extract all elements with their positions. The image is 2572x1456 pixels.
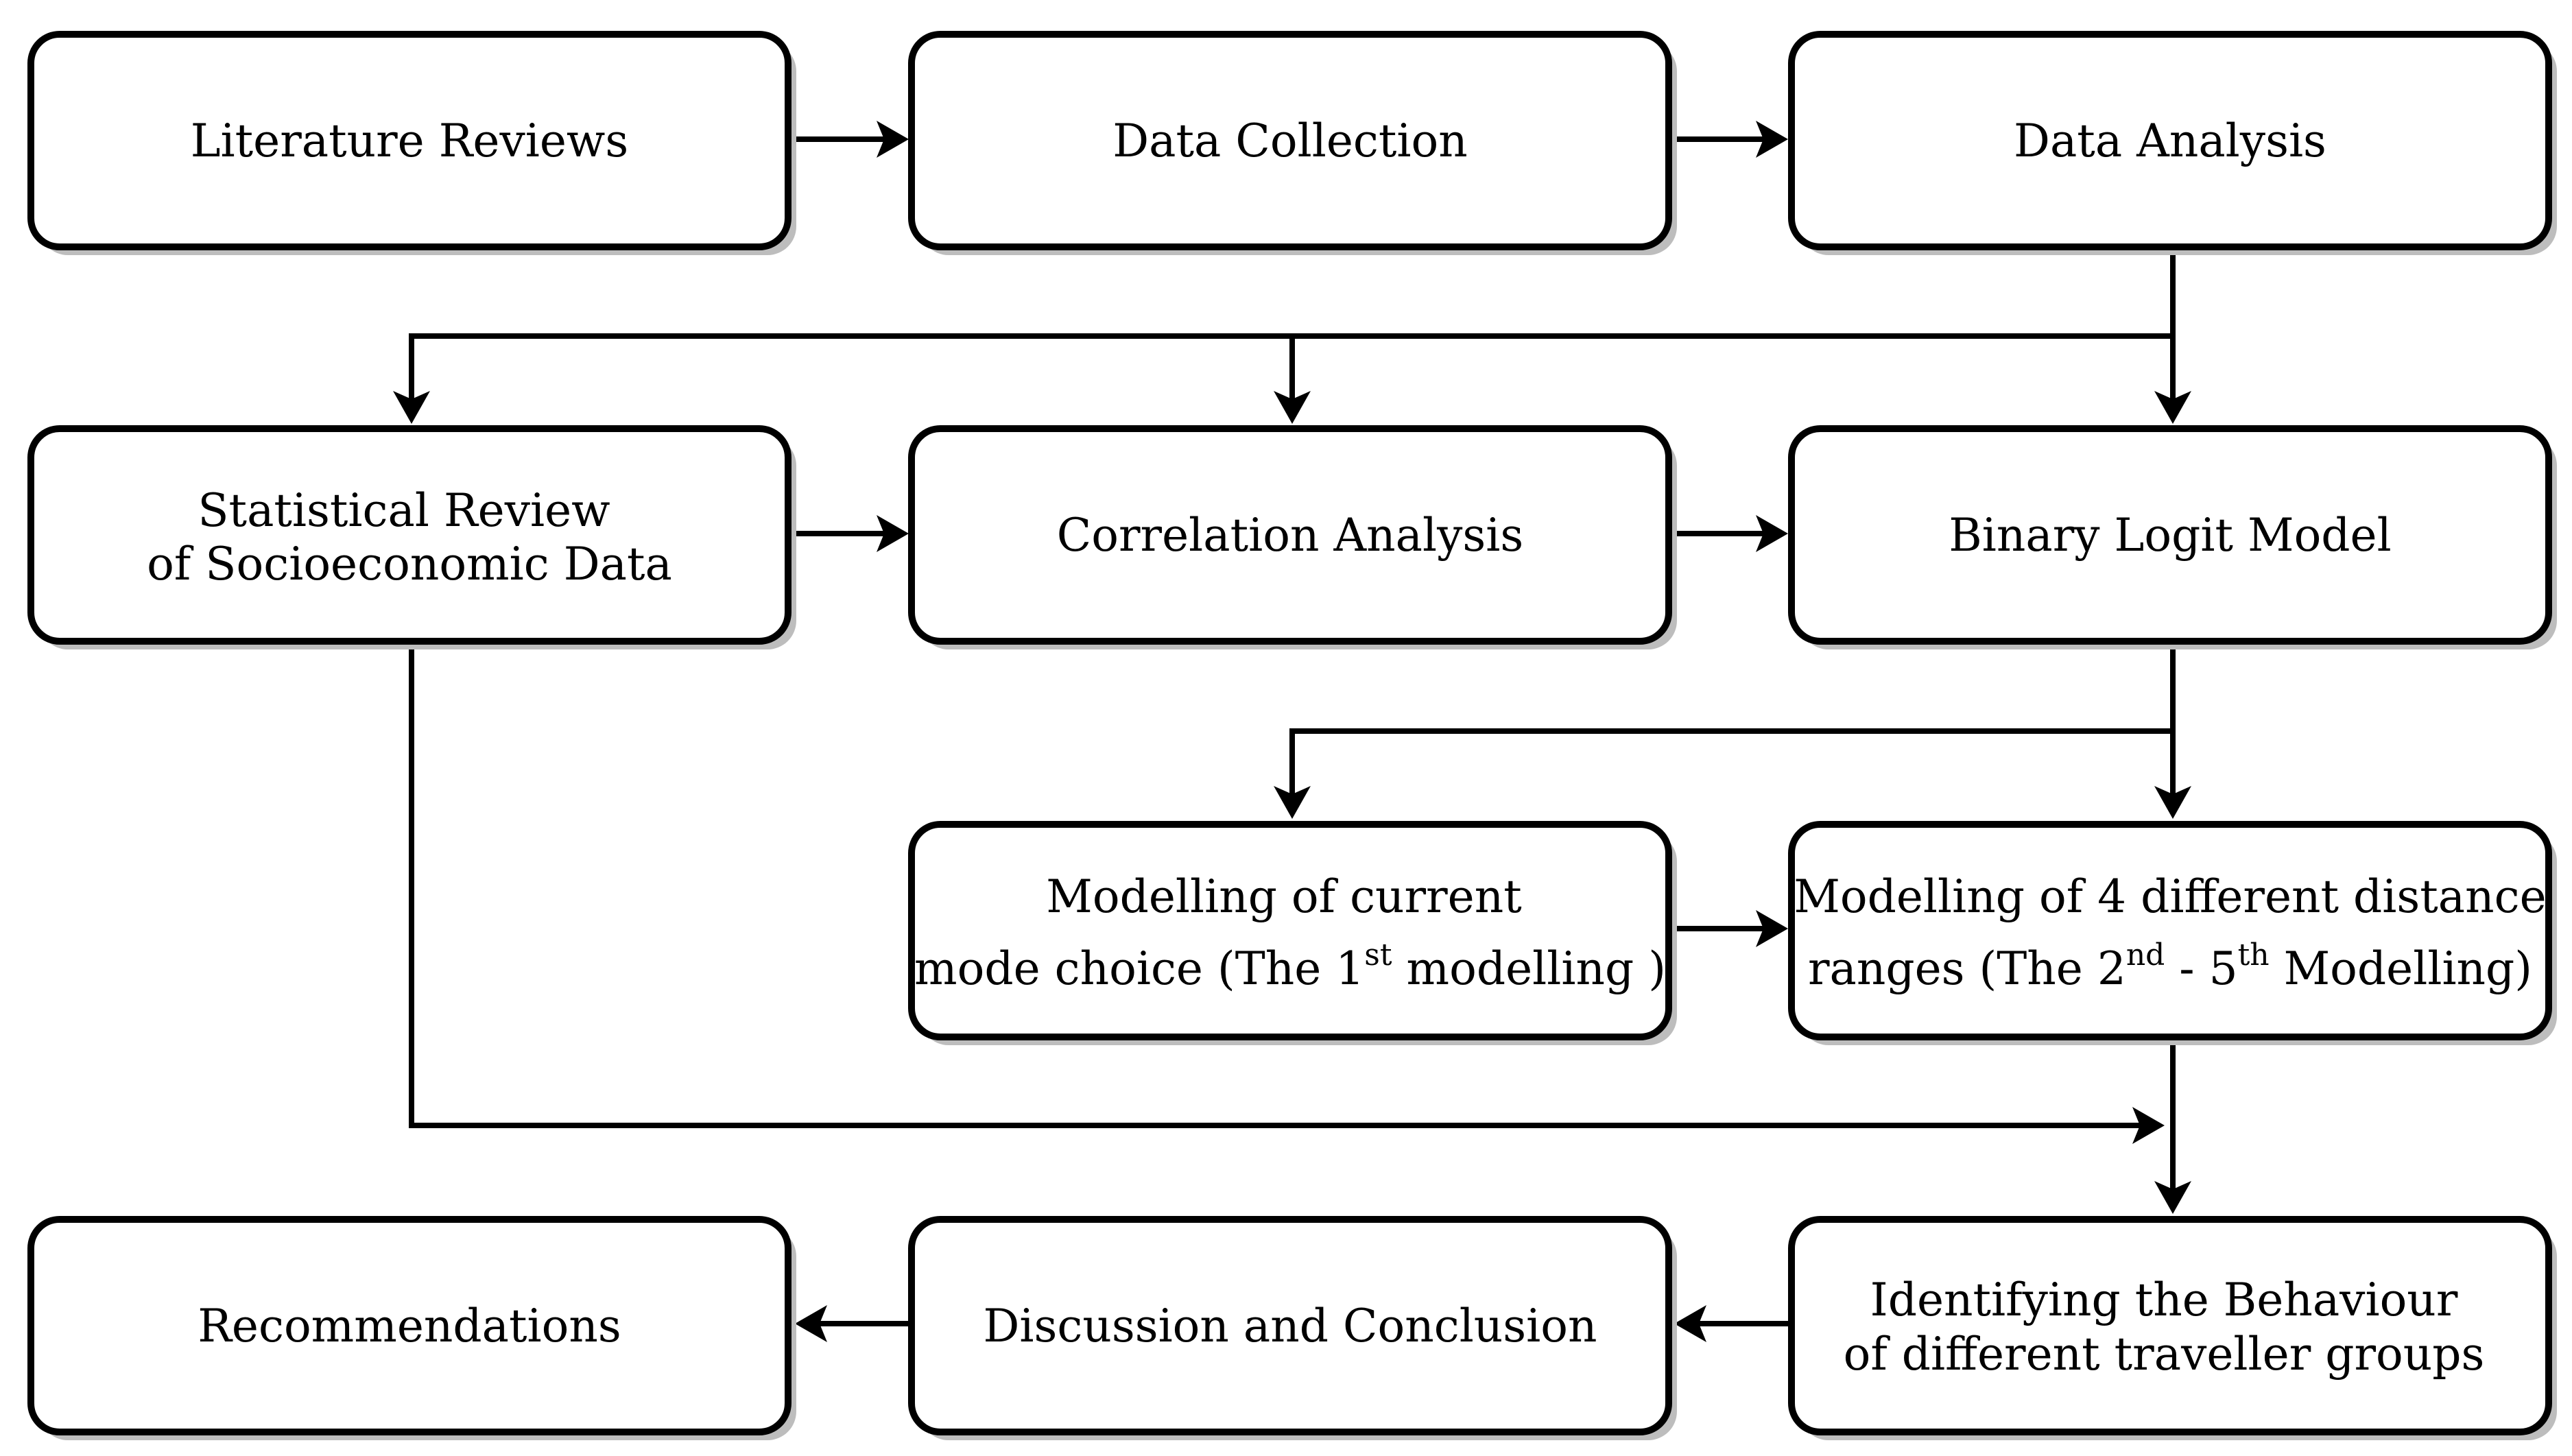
connectors — [393, 121, 2191, 1342]
box-label-line-1: Identifying the Behaviour — [1870, 1274, 2458, 1326]
arrow-head — [393, 391, 430, 424]
arrow-head — [2154, 1181, 2191, 1214]
arrow-head — [2132, 1107, 2165, 1144]
arrow-head — [1274, 391, 1311, 424]
arrow-head — [1756, 121, 1788, 158]
box-label: Correlation Analysis — [1057, 509, 1523, 562]
box-statistical-review: Statistical Review of Socioeconomic Data — [27, 425, 796, 649]
arrow-head — [795, 1305, 827, 1342]
box-modelling-distance-ranges: Modelling of 4 different distance ranges… — [1788, 821, 2557, 1045]
arrow-head — [1756, 515, 1788, 552]
box-label: Discussion and Conclusion — [983, 1300, 1597, 1352]
box-label-line-2: of different traveller groups — [1844, 1328, 2485, 1381]
box-literature-reviews: Literature Reviews — [27, 31, 796, 255]
box-data-collection: Data Collection — [908, 31, 1677, 255]
box-label-line-1: Modelling of 4 different distance — [1794, 870, 2546, 923]
box-correlation-analysis: Correlation Analysis — [908, 425, 1677, 649]
box-label-line-2: mode choice (The 1st modelling ) — [914, 938, 1666, 995]
box-identifying-behaviour: Identifying the Behaviour of different t… — [1788, 1216, 2557, 1440]
box-label-line-1: Statistical Review — [198, 484, 610, 537]
box-label: Literature Reviews — [191, 115, 629, 167]
box-discussion-and-conclusion: Discussion and Conclusion — [908, 1216, 1677, 1440]
box-label: Recommendations — [198, 1300, 621, 1352]
arrow-head — [1756, 910, 1788, 947]
box-label-line-2: of Socioeconomic Data — [147, 538, 672, 590]
box-label: Data Analysis — [2014, 115, 2326, 167]
arrow-head — [877, 515, 909, 552]
arrow-head — [2154, 786, 2191, 819]
arrow-head — [2154, 391, 2191, 424]
box-label-line-1: Modelling of current — [1046, 870, 1521, 923]
box-binary-logit-model: Binary Logit Model — [1788, 425, 2557, 649]
box-label: Binary Logit Model — [1949, 509, 2391, 562]
arrow-statistical-to-identifying — [409, 641, 2147, 1128]
box-modelling-current-mode-choice: Modelling of current mode choice (The 1s… — [908, 821, 1677, 1045]
box-label-line-2: ranges (The 2nd - 5th Modelling) — [1808, 938, 2532, 995]
arrow-head — [877, 121, 909, 158]
arrow-head — [1674, 1305, 1706, 1342]
box-label: Data Collection — [1112, 115, 1467, 167]
box-recommendations: Recommendations — [27, 1216, 796, 1440]
arrow-head — [1274, 786, 1311, 819]
box-data-analysis: Data Analysis — [1788, 31, 2557, 255]
